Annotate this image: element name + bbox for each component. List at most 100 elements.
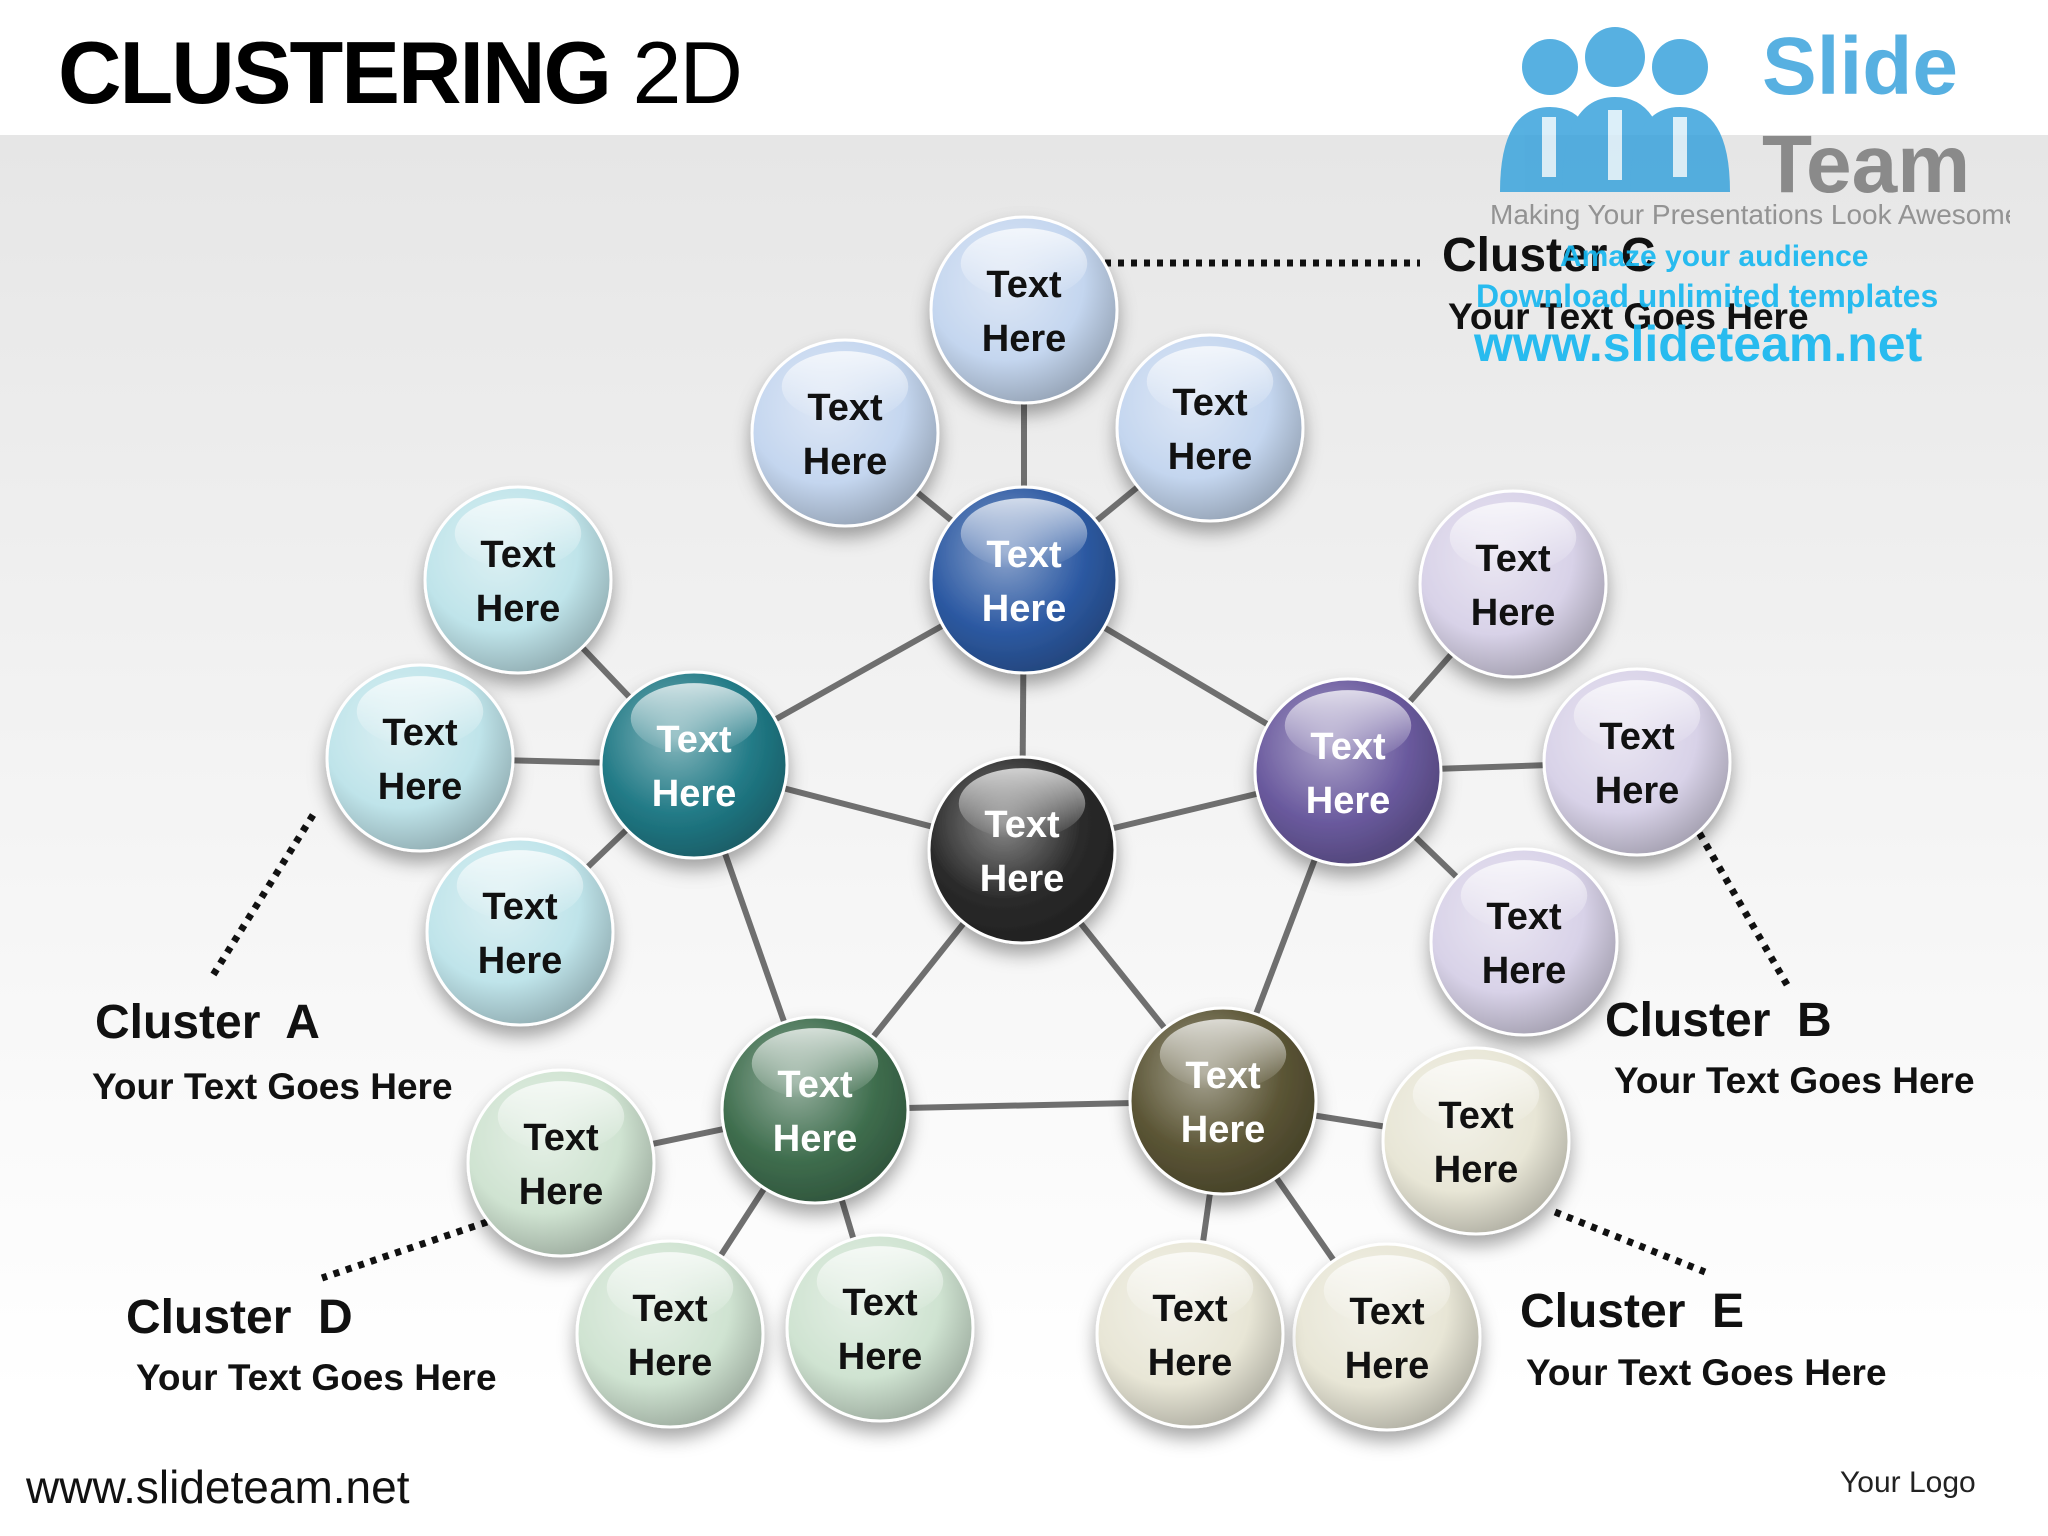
title-light: 2D [632,23,742,122]
leaf-node-b-1-gloss [1449,502,1577,573]
slideteam-logo: Slide Team Making Your Presentations Loo… [1490,22,2010,230]
leaf-node-a-2-gloss [356,676,484,747]
leader-cluster-a [207,813,316,982]
leaf-node-e-2-label-line1: Text [1349,1291,1425,1333]
leaf-node-e-1-label-line2: Here [1434,1149,1519,1191]
nodes: TextHereTextHereTextHereTextHereTextHere… [325,215,1732,1432]
hub-node-d-gloss [751,1028,879,1099]
hub-node-c-label-line1: Text [986,534,1062,576]
center-node-label-line2: Here [980,858,1065,900]
leaf-node-b-3-label-line1: Text [1486,896,1562,938]
hub-node-d-label-line1: Text [777,1064,853,1106]
cluster-b-name: Cluster B [1605,994,1832,1047]
leader-cluster-b [1689,820,1794,992]
footer-url[interactable]: www.slideteam.net [26,1461,410,1513]
leaf-node-c-2-label-line2: Here [803,441,888,483]
leaf-node-e-2-label-line2: Here [1345,1345,1430,1387]
leaf-node-b-1-label-line2: Here [1471,592,1556,634]
hub-node-a-gloss [630,683,758,754]
leaf-node-a-2-label-line2: Here [378,766,463,808]
leaf-node-a-3-gloss [456,850,584,921]
leaf-node-d-3-label-line2: Here [838,1336,923,1378]
leaf-node-e-2-gloss [1323,1255,1451,1326]
cluster-c-subtitle: Your Text Goes Here [1448,296,1809,337]
leaf-node-b-2-gloss [1573,680,1701,751]
hub-node-e-gloss [1159,1019,1287,1090]
center-node-label-line1: Text [984,804,1060,846]
leaf-node-b-2-label-line2: Here [1595,770,1680,812]
leaf-node-b-2-label-line1: Text [1599,716,1675,758]
leaf-node-c-3-label-line2: Here [1168,436,1253,478]
watermark-promo2: Download unlimited templates [1476,278,1939,314]
hub-node-e-label-line1: Text [1185,1055,1261,1097]
cluster-a-name: Cluster A [95,996,320,1049]
leaf-node-a-3-label-line2: Here [478,940,563,982]
watermark-promo3: www.slideteam.net [1474,316,1923,372]
brand-line2: Team [1762,119,1970,210]
hub-node-b-label-line1: Text [1310,726,1386,768]
leaf-node-d-1-gloss [497,1081,625,1152]
leader-cluster-d [320,1218,489,1282]
leaf-node-d-1-label-line1: Text [523,1117,599,1159]
leaf-node-d-3-label-line1: Text [842,1282,918,1324]
hub-node-a-label-line1: Text [656,719,732,761]
leaf-node-a-1-gloss [454,498,582,569]
leaf-node-c-3-label-line1: Text [1172,382,1248,424]
leaf-node-e-3-gloss [1126,1252,1254,1323]
cluster-b-subtitle: Your Text Goes Here [1614,1060,1975,1101]
leaf-node-c-1-label-line1: Text [986,264,1062,306]
hub-node-c-label-line2: Here [982,588,1067,630]
leaf-node-e-3-label-line2: Here [1148,1342,1233,1384]
leaf-node-e-1-label-line1: Text [1438,1095,1514,1137]
leaf-node-a-2-label-line1: Text [382,712,458,754]
leaf-node-e-3-label-line1: Text [1152,1288,1228,1330]
leaf-node-d-2-label-line1: Text [632,1288,708,1330]
hub-node-c-gloss [960,498,1088,569]
cluster-a-subtitle: Your Text Goes Here [92,1066,453,1107]
hub-node-a-label-line2: Here [652,773,737,815]
leaf-node-b-1-label-line1: Text [1475,538,1551,580]
leaf-node-c-2-label-line1: Text [807,387,883,429]
leaf-node-d-3-gloss [816,1246,944,1317]
leaf-node-c-1-gloss [960,228,1088,299]
callout-leaders [207,259,1794,1282]
leaf-node-e-1-gloss [1412,1059,1540,1130]
leaf-node-a-3-label-line1: Text [482,886,558,928]
leaf-node-b-3-label-line2: Here [1482,950,1567,992]
center-node-gloss [958,768,1086,839]
leaf-node-c-3-gloss [1146,346,1274,417]
cluster-d-name: Cluster D [126,1291,353,1344]
leaf-node-a-1-label-line1: Text [480,534,556,576]
leader-cluster-e [1553,1208,1707,1276]
leaf-node-a-1-label-line2: Here [476,588,561,630]
cluster-d-subtitle: Your Text Goes Here [136,1357,497,1398]
people-icon [1500,27,1730,192]
leaf-node-d-2-gloss [606,1252,734,1323]
footer-logo-placeholder: Your Logo [1840,1466,1976,1499]
cluster-e-name: Cluster E [1520,1285,1745,1338]
hub-node-b-gloss [1284,690,1412,761]
